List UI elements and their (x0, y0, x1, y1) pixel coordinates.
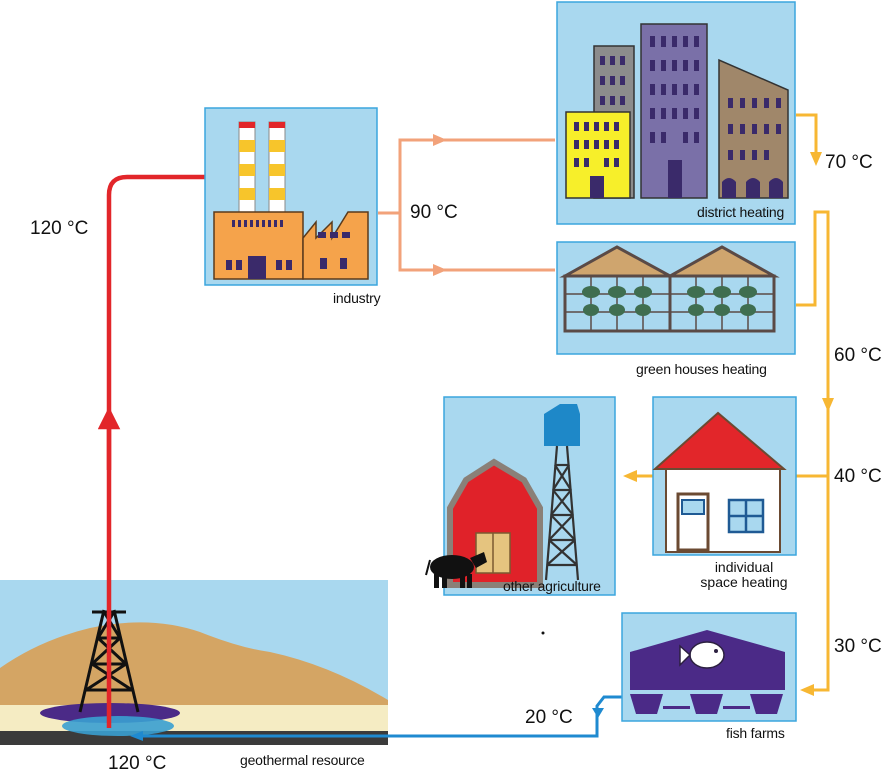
district-heating-label: district heating (697, 204, 785, 220)
temp-70: 70 °C (825, 152, 873, 173)
greenhouse-panel (556, 241, 796, 355)
fish-icon (679, 641, 725, 669)
temp-120-riser: 120 °C (30, 218, 89, 239)
geothermal-landscape (0, 580, 388, 745)
greenhouse-label: green houses heating (636, 361, 767, 377)
water-tower-icon (544, 404, 580, 581)
industry-panel (204, 107, 378, 286)
individual-heating-label: individual space heating (674, 560, 814, 590)
fish-farms-label: fish farms (726, 725, 785, 741)
temp-90: 90 °C (410, 202, 458, 223)
cow-icon (425, 552, 487, 588)
barn-icon (447, 458, 543, 588)
temp-20: 20 °C (525, 707, 573, 728)
greenhouse-icon (559, 245, 780, 333)
individual-heating-line1: individual (714, 559, 774, 575)
hot-water-riser (106, 174, 205, 728)
geothermal-resource-label: geothermal resource (240, 752, 365, 768)
temp-30: 30 °C (834, 636, 882, 657)
other-agriculture-panel (425, 396, 616, 596)
individual-heating-line2: space heating (700, 574, 788, 590)
individual-heating-panel (652, 396, 797, 556)
temp-60: 60 °C (834, 345, 882, 366)
temp-120-bottom: 120 °C (108, 753, 167, 774)
fish-farms-panel (621, 612, 797, 722)
temp-40: 40 °C (834, 466, 882, 487)
house-icon (652, 411, 787, 553)
industry-label: industry (333, 290, 381, 306)
other-agriculture-label: other agriculture (503, 578, 601, 594)
fish-tanks (630, 694, 783, 714)
district-heating-panel (556, 1, 796, 225)
